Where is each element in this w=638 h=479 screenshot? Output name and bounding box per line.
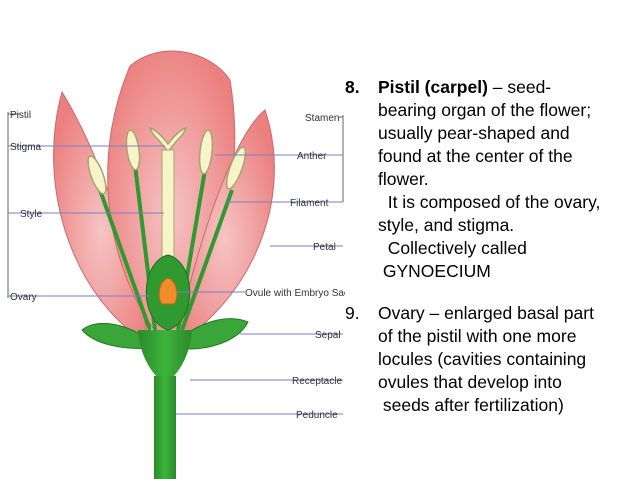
item-8-line: bearing organ of the flower; (378, 100, 592, 120)
label-pistil: Pistil (10, 110, 31, 121)
item-8-term: Pistil (carpel) (378, 77, 488, 97)
item-8-line: usually pear-shaped and (378, 123, 570, 143)
anther-1 (87, 155, 107, 195)
item-8-line: Collectively called (378, 238, 527, 258)
item-8-line: GYNOECIUM (378, 261, 491, 281)
peduncle (154, 376, 176, 479)
label-sepal: Sepal (315, 330, 341, 341)
label-style: Style (20, 209, 43, 220)
item-9-number: 9. (345, 303, 360, 323)
item-9-line: seeds after fertilization) (378, 395, 564, 415)
item-9-line: of the pistil with one more (378, 326, 577, 346)
sepal-right (177, 318, 249, 350)
label-peduncle: Peduncle (296, 410, 338, 421)
label-filament: Filament (290, 198, 329, 209)
anther-4 (225, 146, 247, 190)
label-ovule: Ovule with Embryo Sac (245, 288, 345, 299)
filament-4 (180, 189, 234, 331)
receptacle (138, 330, 192, 378)
item-8-definition-start: – seed- (487, 77, 552, 97)
definitions-text: 8. Pistil (carpel) – seed- bearing organ… (345, 76, 635, 417)
petal-right (174, 109, 275, 347)
label-petal: Petal (313, 242, 336, 253)
item-8-line: found at the center of the (378, 146, 573, 166)
item-8-line: It is composed of the ovary, (378, 192, 601, 212)
style (161, 149, 175, 261)
item-9-first-line: Ovary – enlarged basal part (378, 303, 594, 323)
stigma (148, 126, 188, 154)
flower-diagram: Pistil Stigma Style Ovary Stamen Anther … (7, 50, 345, 479)
ovule (158, 277, 178, 305)
item-8-line: flower. (378, 169, 429, 189)
label-receptacle: Receptacle (292, 376, 342, 387)
sepal-left (81, 322, 151, 349)
item-8-line: style, and stigma. (378, 215, 515, 235)
item-8-number: 8. (345, 77, 360, 97)
item-pistil: 8. Pistil (carpel) – seed- bearing organ… (345, 76, 635, 283)
item-9-line: locules (cavities containing (378, 349, 587, 369)
item-ovary: 9. Ovary – enlarged basal part of the pi… (345, 302, 635, 417)
item-9-line: ovules that develop into (378, 372, 562, 392)
anther-3 (198, 129, 214, 175)
label-stigma: Stigma (10, 142, 42, 153)
item-8-first-line: Pistil (carpel) – seed- (378, 76, 635, 99)
label-anther: Anther (297, 151, 327, 162)
label-stamen: Stamen (305, 113, 339, 124)
anther-2 (125, 129, 141, 171)
label-ovary: Ovary (10, 292, 37, 303)
